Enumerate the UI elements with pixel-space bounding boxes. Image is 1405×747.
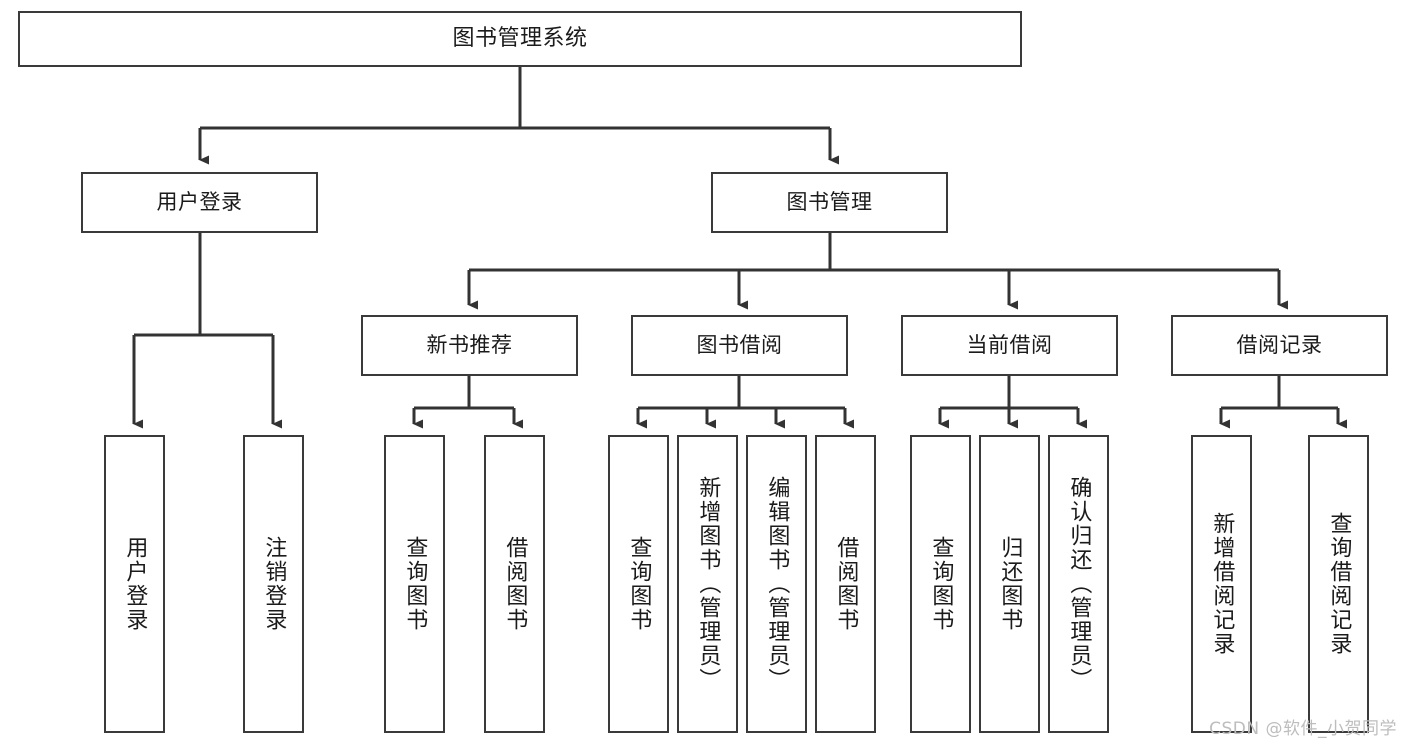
node-current-borrow[interactable]: 当前借阅 [901, 315, 1118, 376]
node-book-borrow-label: 图书借阅 [696, 333, 783, 357]
node-leaf-query-record[interactable]: 查询借阅记录 [1308, 435, 1369, 733]
node-new-book-rec[interactable]: 新书推荐 [361, 315, 578, 376]
node-leaf-add-record-label: 新增借阅记录 [1209, 512, 1235, 656]
node-leaf-query-book-2[interactable]: 查询图书 [608, 435, 669, 733]
node-leaf-logout-label: 注销登录 [261, 536, 287, 632]
node-leaf-query-book-1-label: 查询图书 [402, 536, 428, 632]
node-leaf-return-book[interactable]: 归还图书 [979, 435, 1040, 733]
node-borrow-record[interactable]: 借阅记录 [1171, 315, 1388, 376]
node-leaf-add-record[interactable]: 新增借阅记录 [1191, 435, 1252, 733]
node-leaf-borrow-book-2-label: 借阅图书 [833, 536, 859, 632]
node-book-borrow[interactable]: 图书借阅 [631, 315, 848, 376]
node-leaf-add-book[interactable]: 新增图书（管理员） [677, 435, 738, 733]
node-leaf-edit-book-label: 编辑图书（管理员） [764, 476, 790, 692]
node-leaf-user-login-label: 用户登录 [122, 536, 148, 632]
node-root[interactable]: 图书管理系统 [18, 11, 1022, 67]
node-current-borrow-label: 当前借阅 [966, 333, 1053, 357]
node-user-login-label: 用户登录 [156, 190, 243, 214]
node-root-label: 图书管理系统 [452, 26, 588, 51]
node-leaf-confirm-return[interactable]: 确认归还（管理员） [1048, 435, 1109, 733]
node-borrow-record-label: 借阅记录 [1236, 333, 1323, 357]
node-leaf-borrow-book-1[interactable]: 借阅图书 [484, 435, 545, 733]
node-leaf-logout[interactable]: 注销登录 [243, 435, 304, 733]
node-book-manage-label: 图书管理 [786, 190, 873, 214]
node-leaf-query-book-3-label: 查询图书 [928, 536, 954, 632]
node-leaf-confirm-return-label: 确认归还（管理员） [1066, 476, 1092, 692]
node-leaf-query-book-1[interactable]: 查询图书 [384, 435, 445, 733]
node-leaf-query-book-2-label: 查询图书 [626, 536, 652, 632]
node-leaf-query-book-3[interactable]: 查询图书 [910, 435, 971, 733]
node-book-manage[interactable]: 图书管理 [711, 172, 948, 233]
node-leaf-user-login[interactable]: 用户登录 [104, 435, 165, 733]
node-leaf-add-book-label: 新增图书（管理员） [695, 476, 721, 692]
watermark: CSDN @软件_小贺同学 [1209, 719, 1397, 739]
node-user-login[interactable]: 用户登录 [81, 172, 318, 233]
node-leaf-borrow-book-1-label: 借阅图书 [502, 536, 528, 632]
node-leaf-borrow-book-2[interactable]: 借阅图书 [815, 435, 876, 733]
node-new-book-rec-label: 新书推荐 [426, 333, 513, 357]
node-leaf-query-record-label: 查询借阅记录 [1326, 512, 1352, 656]
node-leaf-edit-book[interactable]: 编辑图书（管理员） [746, 435, 807, 733]
node-leaf-return-book-label: 归还图书 [997, 536, 1023, 632]
